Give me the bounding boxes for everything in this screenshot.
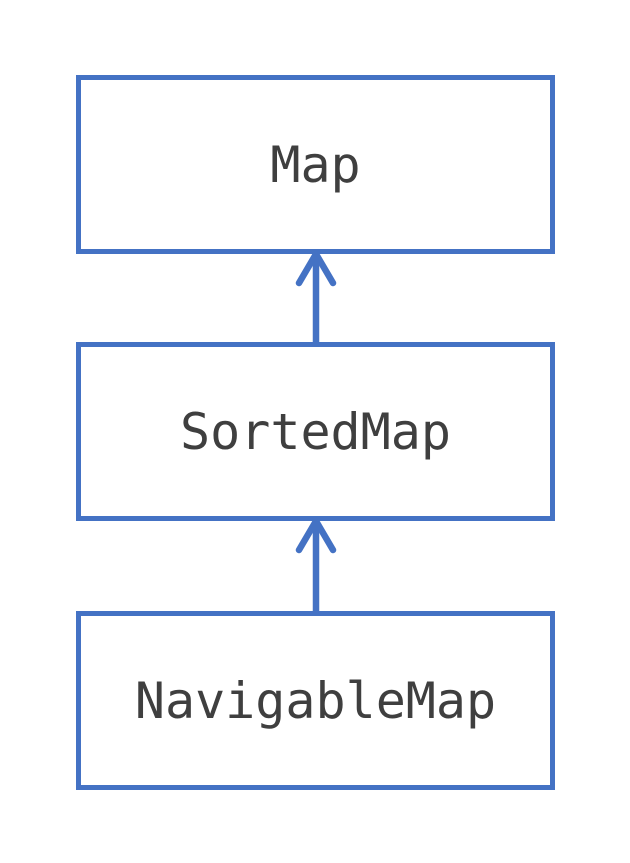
node-map: Map [76,75,555,254]
inheritance-arrow-navigablemap-to-sortedmap-icon [295,517,337,613]
inheritance-arrow-sortedmap-to-map-icon [295,250,337,346]
node-sortedmap: SortedMap [76,342,555,521]
node-navigablemap: NavigableMap [76,611,555,790]
node-sortedmap-label: SortedMap [180,402,451,461]
node-navigablemap-label: NavigableMap [134,671,497,730]
node-map-label: Map [270,135,361,194]
